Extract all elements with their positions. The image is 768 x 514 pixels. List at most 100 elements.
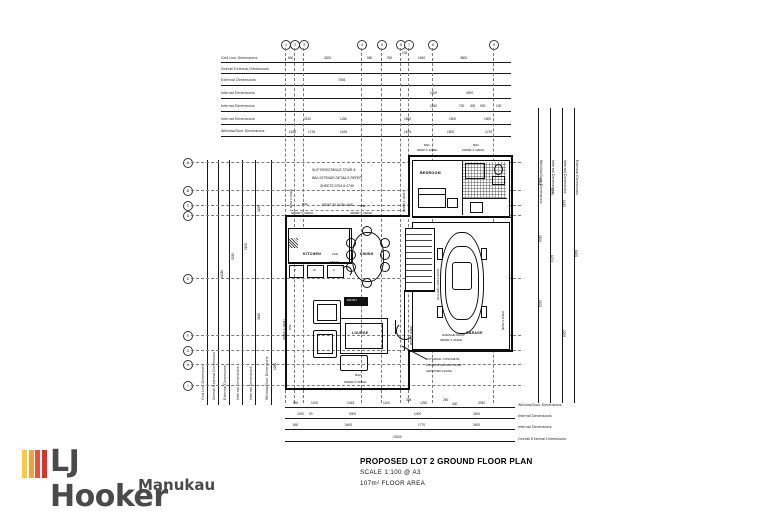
- grid-bubble[interactable]: D: [183, 211, 193, 221]
- dim-value: 3210: [304, 117, 312, 121]
- car-wheel: [481, 306, 487, 318]
- dim-value: 700: [459, 104, 465, 108]
- dim-value: 900: [480, 104, 486, 108]
- dim-value: 2100: [538, 300, 542, 308]
- exterior-wall-bottom-right: [408, 350, 513, 352]
- exterior-wall-left: [285, 215, 287, 390]
- dining-chair: [362, 278, 372, 288]
- hob-hatch: [289, 238, 298, 248]
- dim-row-label: Overall External Dimensions: [518, 437, 567, 441]
- page-title: PROPOSED LOT 2 GROUND FLOOR PLAN: [360, 457, 533, 466]
- dim-value: 1770: [418, 423, 426, 427]
- dim-value: 1190: [297, 412, 304, 416]
- car-wheel: [481, 248, 487, 260]
- sofa-1: [313, 300, 341, 324]
- dim-value: 300: [470, 104, 476, 108]
- sofa-1-seat: [317, 304, 337, 321]
- grid-bubble[interactable]: E: [183, 274, 193, 284]
- grid-bubble[interactable]: B: [183, 186, 193, 196]
- dim-value: 11110: [220, 269, 224, 278]
- dim-row-label: Overall External Dimensions: [221, 67, 270, 71]
- exterior-wall-bottom-left: [285, 388, 410, 390]
- dining-chair: [346, 262, 356, 272]
- window-tag: RS2: [302, 202, 308, 206]
- area-label: 107m² FLOOR AREA: [360, 480, 426, 487]
- room-label-bedroom: BEDROOM: [420, 171, 441, 175]
- window-tag: RS1: [473, 143, 479, 147]
- window-tag: RS2: [360, 204, 366, 208]
- dim-value: 3200: [324, 56, 332, 60]
- car-cabin: [445, 246, 479, 320]
- dim-value: 3000: [473, 412, 481, 416]
- grid-bubble[interactable]: C: [183, 201, 193, 211]
- exterior-wall-right: [511, 155, 513, 352]
- car-outline: [440, 232, 484, 334]
- dim-value: 1030: [430, 104, 438, 108]
- dim-value: 5400: [345, 423, 353, 427]
- dim-value: 400: [452, 402, 458, 406]
- dim-value: 105: [402, 51, 408, 55]
- dim-value: 250: [443, 398, 449, 402]
- grid-bubble[interactable]: 4: [357, 40, 367, 50]
- grid-bubble[interactable]: G: [183, 346, 193, 356]
- dim-value: 2150: [244, 242, 248, 250]
- window-tag: RS2: [355, 373, 361, 377]
- first-floor-line-label: FIRST FLOOR LINE: [322, 203, 353, 207]
- dim-value: 960: [367, 56, 373, 60]
- grid-bubble[interactable]: F: [183, 331, 193, 341]
- appliance-label: P: [294, 268, 297, 272]
- grid-bubble[interactable]: 7: [404, 40, 414, 50]
- grid-bubble[interactable]: 3: [299, 40, 309, 50]
- dim-row-label: Window/Door Dimensions: [221, 129, 265, 133]
- exterior-wall-top-right: [408, 155, 513, 157]
- dim-value: 1260: [273, 362, 277, 370]
- bed-head: [418, 188, 446, 195]
- lounge-rug: [340, 318, 388, 354]
- car-roof: [452, 262, 472, 290]
- dim-value: 1000: [538, 178, 542, 186]
- dim-value: 1600: [404, 117, 412, 121]
- dim-value: 1150: [257, 205, 261, 212]
- grid-bubble[interactable]: 8: [428, 40, 438, 50]
- basin-fixture: [492, 176, 505, 185]
- dim-value: 6200: [574, 250, 578, 258]
- dim-value: 1000: [430, 91, 438, 95]
- dim-value: 1250: [340, 117, 348, 121]
- toilet-fixture: [494, 164, 503, 175]
- lounge-rug-inner: [345, 323, 383, 349]
- dim-value: 1100: [383, 401, 390, 405]
- dim-value: 1615: [340, 130, 348, 134]
- car-wheel: [437, 248, 443, 260]
- grid-bubble[interactable]: A: [183, 158, 193, 168]
- nightstand: [447, 198, 458, 208]
- dim-row-label: Overall External Dimensions: [212, 351, 216, 400]
- dim-value: 100: [496, 104, 502, 108]
- dim-value: 2100: [538, 235, 542, 243]
- entry-marker: [344, 297, 368, 306]
- window-size: 3600W X 1000H: [291, 211, 314, 215]
- dim-value: 1415: [562, 200, 566, 208]
- dining-chair: [380, 238, 390, 248]
- grid-bubble[interactable]: H: [183, 360, 193, 370]
- dim-value: 3015: [231, 252, 235, 260]
- garage-door-text: GARAGE DOOR: [442, 333, 465, 337]
- dim-row-label: Internal Dimensions: [518, 425, 552, 429]
- dim-value: 1615: [289, 130, 297, 134]
- dim-value: 1105: [311, 401, 318, 405]
- dim-value: 840: [293, 423, 299, 427]
- room-label-garage: GARAGE: [466, 331, 483, 335]
- sofa-2-seat: [317, 334, 333, 354]
- entry-label: ENTRY: [347, 298, 358, 302]
- dim-value: 1615: [404, 130, 412, 134]
- dim-value: 1500: [447, 130, 455, 134]
- sofa-3: [340, 355, 368, 371]
- grid-bubble[interactable]: 9: [489, 40, 499, 50]
- car-wheel: [437, 306, 443, 318]
- grid-bubble[interactable]: 5: [377, 40, 387, 50]
- dim-row-label: External Dimensions: [223, 365, 227, 400]
- dim-value: 1500: [449, 117, 457, 121]
- grid-bubble[interactable]: I: [183, 381, 193, 391]
- appliance-m: [307, 265, 324, 278]
- dim-row-label: Grid Line Dimensions: [201, 363, 205, 400]
